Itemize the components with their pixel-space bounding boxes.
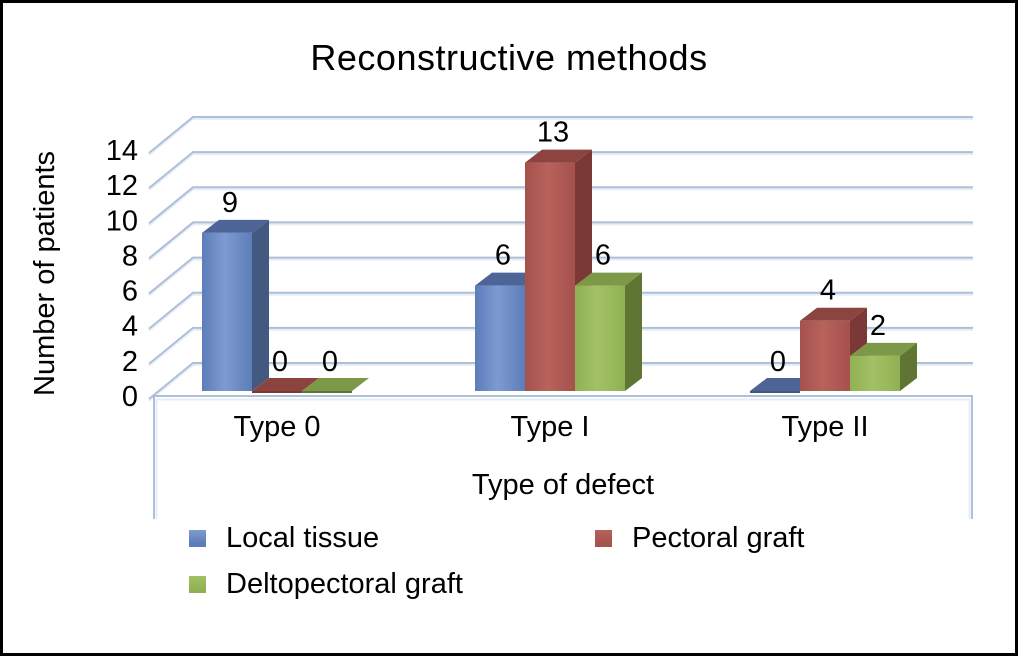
gridline: [148, 151, 973, 189]
gridline-highlight: [148, 293, 973, 332]
bar-value-label: 0: [322, 346, 338, 378]
bar-value-label: 13: [537, 117, 569, 149]
bar-top-face: [850, 342, 917, 356]
gridline-highlight: [148, 328, 973, 367]
y-tick-label: 2: [122, 346, 138, 378]
bar-value-label: 4: [820, 275, 836, 307]
zero-bar-pad: [252, 378, 319, 391]
legend-item-deltopectoral-graft: Deltopectoral graft: [189, 567, 463, 601]
floor-highlight: [155, 398, 971, 519]
bar-value-label: 0: [272, 346, 288, 378]
legend-label: Deltopectoral graft: [226, 567, 463, 600]
gridline-highlight: [148, 364, 973, 402]
chart-title: Reconstructive methods: [310, 37, 708, 78]
bar-side-face: [252, 219, 269, 391]
y-tick-label: 6: [122, 276, 138, 308]
y-tick-label: 10: [106, 205, 138, 237]
gridline: [148, 326, 973, 365]
gridline-highlight: [148, 258, 973, 297]
y-tick-label: 14: [106, 135, 138, 167]
gridline: [148, 186, 973, 225]
category-label: Type 0: [233, 411, 320, 443]
bar-front-face: [525, 162, 575, 391]
bar-top-face: [525, 149, 592, 163]
legend-item-local-tissue: Local tissue: [189, 521, 379, 555]
gridline-highlight: [148, 118, 973, 156]
floor-and-walls: [153, 395, 973, 519]
gridline-highlight: [148, 188, 973, 227]
gridline: [148, 116, 973, 154]
gridline: [148, 256, 973, 295]
bar-value-label: 6: [495, 240, 511, 272]
y-tick-label: 8: [122, 240, 138, 272]
legend-item-pectoral-graft: Pectoral graft: [595, 521, 804, 555]
bar-front-face: [575, 285, 625, 391]
category-label: Type II: [781, 411, 868, 443]
category-label: Type I: [511, 411, 590, 443]
legend-label: Pectoral graft: [632, 521, 805, 554]
bar-front-face: [800, 320, 850, 391]
bar-value-label: 2: [870, 310, 886, 342]
legend-marker-deltopectoral-graft: [189, 575, 206, 593]
gridline-highlight: [148, 223, 973, 262]
bar-top-face: [575, 272, 642, 286]
gridline-highlight: [148, 153, 973, 191]
bar-top-face: [202, 219, 269, 233]
bar-top-face: [800, 307, 867, 321]
bar-front-face: [850, 355, 900, 391]
legend-marker-local-tissue: [189, 529, 206, 547]
bar-front-face: [475, 285, 525, 391]
gridline: [148, 362, 973, 400]
bar-value-label: 6: [595, 240, 611, 272]
bar-side-face: [900, 342, 917, 391]
bar-value-label: 9: [222, 187, 238, 219]
y-tick-label: 4: [122, 311, 138, 343]
gridline: [148, 221, 973, 260]
y-tick-label: 0: [122, 381, 138, 413]
x-axis-title: Type of defect: [471, 469, 655, 501]
zero-bar-pad: [302, 378, 369, 391]
gridline: [148, 291, 973, 330]
bar-side-face: [625, 272, 642, 391]
y-tick-label: 12: [106, 170, 138, 202]
bar-value-label: 0: [770, 346, 786, 378]
legend-marker-pectoral-graft: [595, 529, 612, 547]
legend-label: Local tissue: [226, 521, 380, 554]
bar-front-face: [202, 232, 252, 391]
